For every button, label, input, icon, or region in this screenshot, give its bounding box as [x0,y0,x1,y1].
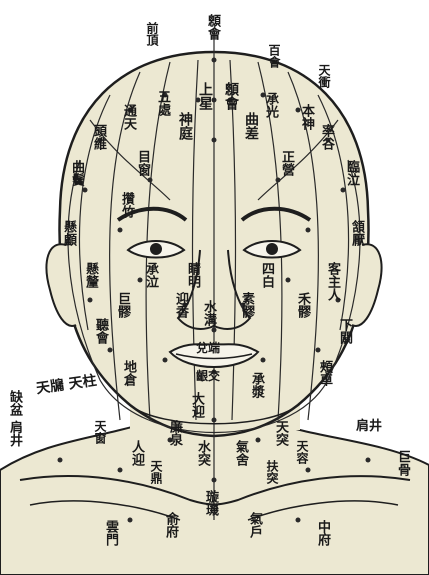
label-face-10: 兌端 [196,341,221,355]
label-neck-9: 天容 [295,440,309,464]
label-right-margin-2: 巨骨 [395,450,410,476]
meridian-lines [67,30,361,520]
label-neck-4: 氣舍 [233,440,248,466]
label-top-1: 顖會 [205,14,220,40]
label-face-1: 攢竹 [119,192,134,218]
label-neck-8: 天窗 [93,420,107,444]
acupoint-dots [57,57,371,523]
label-neck-2: 人迎 [129,440,144,466]
label-neck-5: 天突 [273,420,288,446]
label-chest-1: 璇璣 [203,490,218,516]
label-head-5: 五處 [155,90,170,116]
label-head-9: 頭維 [91,124,106,150]
mouth [168,342,260,368]
label-face-13: 承漿 [249,372,264,398]
label-chest-2: 俞府 [163,512,178,538]
label-chest-3: 氣戶 [247,512,262,538]
right-ear [351,243,383,327]
label-face-15: 頰車 [317,360,332,386]
label-face-14: 大迎 [189,392,204,418]
label-side-right-2: 客主人 [325,262,340,301]
nose [176,249,252,330]
label-head-15: 天衝 [317,64,331,88]
left-eyebrow [116,206,188,222]
label-head-1: 上星 [197,82,213,110]
label-head-2: 顖會 [223,82,239,110]
label-top-3: 百會 [267,44,281,68]
label-face-5: 巨髎 [115,292,130,318]
label-face-6: 禾髎 [295,292,310,318]
label-head-7: 通天 [121,104,136,130]
right-eye [242,240,302,259]
label-left-margin-2: 缺盆 肩井 [7,390,22,447]
label-right-margin-1: 肩井 [356,419,383,434]
right-eyebrow [240,206,312,222]
label-head-3: 神庭 [177,112,193,140]
label-neck-1: 廉泉 [167,420,182,446]
label-head-12: 臨泣 [344,160,359,186]
label-face-17: 聽會 [93,318,108,344]
label-neck-3: 水突 [195,440,210,466]
label-side-left-2: 懸釐 [83,262,98,288]
label-chest-4: 雲門 [103,520,118,546]
label-face-9: 水溝 [201,300,216,326]
label-side-left-1: 懸顱 [61,220,76,246]
label-head-8: 本神 [299,104,314,130]
label-face-12: 地倉 [121,360,136,386]
label-face-7: 迎香 [173,292,188,318]
label-head-10: 率谷 [319,124,334,150]
label-head-11: 曲鬢 [69,160,84,186]
label-chest-5: 中府 [315,520,330,546]
label-head-13: 目窗 [135,150,150,176]
left-ear [45,243,77,327]
label-face-4: 四白 [259,262,274,288]
label-face-3: 承泣 [143,262,158,288]
left-eye [126,240,186,259]
label-face-8: 素髎 [239,292,254,318]
label-face-16: 下關 [337,318,352,344]
label-head-4: 曲差 [243,112,259,140]
label-head-14: 正營 [279,150,294,176]
collarbone [19,475,411,506]
label-neck-7: 扶突 [265,460,279,484]
label-neck-6: 天鼎 [149,460,163,484]
jaw-line [129,404,299,425]
label-top-2: 前頂 [145,22,159,46]
label-face-2: 睛明 [185,262,200,288]
label-face-11: 齦交 [196,369,221,383]
label-side-right-1: 頷厭 [349,220,364,246]
label-head-6: 承光 [263,92,278,118]
